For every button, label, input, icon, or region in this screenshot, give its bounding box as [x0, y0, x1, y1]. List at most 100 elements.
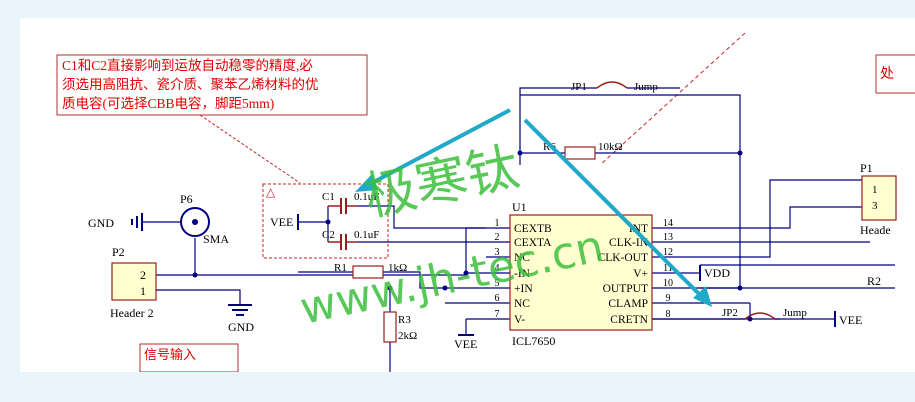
- connector-p1[interactable]: P1 1 3 Heade: [860, 161, 897, 237]
- c2-ref: C2: [322, 229, 335, 241]
- gnd-symbol-left: GND: [88, 213, 143, 231]
- u1-pin-right: 11 V+: [633, 263, 673, 280]
- u1-pin-left: 3 NC: [495, 247, 531, 264]
- c1-value: 0.1uF: [354, 191, 379, 203]
- c1-ref: C1: [322, 191, 335, 203]
- p2-pin2: 2: [140, 268, 146, 282]
- capacitor-group-box: [262, 183, 389, 259]
- p6-ref: P6: [180, 192, 193, 206]
- p1-value: Heade: [860, 223, 891, 237]
- jp2-ref: JP2: [722, 307, 738, 319]
- u1-pin-left: 6 NC: [495, 293, 531, 310]
- gnd-bottom-label: GND: [228, 320, 254, 334]
- u1-right-pins: 14INT13CLK-IN12CLK-OUT11V+10OUTPUT9CLAMP…: [598, 218, 673, 326]
- pin-name: OUTPUT: [603, 283, 648, 295]
- p1-pin3: 3: [872, 200, 878, 212]
- pin-number: 6: [495, 293, 500, 304]
- resistor-r3[interactable]: R3 2kΩ: [383, 311, 417, 343]
- u1-ref: U1: [512, 200, 527, 214]
- pin-name: CRETN: [610, 314, 648, 326]
- vee-symbol-left: VEE: [270, 214, 299, 230]
- signal-input-box: 信号输入: [139, 343, 239, 373]
- pin-number: 14: [663, 218, 673, 229]
- p2-ref: P2: [112, 245, 125, 259]
- r2-ref: R2: [867, 274, 881, 288]
- annotation-note-right: 处: [875, 54, 915, 94]
- u1-pin-left: 7 V-: [495, 309, 526, 326]
- c2-value: 0.1uF: [354, 229, 379, 241]
- u1-part-name: ICL7650: [512, 334, 555, 348]
- jumper-jp1[interactable]: JP1 Jump: [571, 81, 658, 93]
- u1-pin-right: 13 CLK-IN: [609, 232, 673, 249]
- pin-number: 4: [495, 263, 500, 274]
- u1-pin-left: 2 CEXTA: [495, 232, 553, 249]
- pin-name: V+: [633, 268, 648, 280]
- jp2-value: Jump: [783, 307, 807, 319]
- vee-right-label: VEE: [839, 313, 862, 327]
- pin-number: 11: [663, 263, 673, 274]
- pin-number: 12: [663, 247, 673, 258]
- schematic-canvas: C1和C2直接影响到运放自动稳零的精度,必 须选用高阻抗、瓷介质、聚苯乙烯材料的…: [56, 32, 915, 373]
- u1-pin-left: 5 +IN: [495, 278, 534, 295]
- pin-number: 3: [495, 247, 500, 258]
- pin-name: NC: [514, 298, 530, 310]
- u1-pin-right: 12 CLK-OUT: [598, 247, 673, 264]
- capacitor-c1[interactable]: C1 0.1uF: [322, 191, 379, 214]
- u1-pin-right: 8 CRETN: [610, 309, 670, 326]
- jp1-value: Jump: [634, 81, 658, 93]
- vee-symbol-right: VEE: [834, 311, 862, 327]
- watermark-cn: 极寒钛: [359, 137, 524, 228]
- gnd-symbol-bottom: GND: [228, 304, 254, 334]
- jumper-jp2[interactable]: JP2 Jump: [722, 307, 807, 320]
- u1-pin-left: 4 -IN: [495, 263, 531, 280]
- pin-number: 2: [495, 232, 500, 243]
- connector-p2[interactable]: 2 1 P2 Header 2: [110, 245, 157, 320]
- pin-name: V-: [514, 314, 525, 326]
- signal-input-label: 信号输入: [144, 347, 196, 362]
- p1-pin1: 1: [872, 184, 878, 196]
- note-line-2: 须选用高阻抗、瓷介质、聚苯乙烯材料的优: [62, 76, 319, 92]
- r3-value: 2kΩ: [398, 330, 417, 342]
- pin-name: -IN: [514, 268, 531, 280]
- junctions: [192, 150, 753, 322]
- p6-value: SMA: [203, 232, 229, 246]
- pin-number: 9: [666, 293, 671, 304]
- pin-number: 7: [495, 309, 500, 320]
- pin-name: NC: [514, 252, 530, 264]
- p2-pin1: 1: [140, 284, 146, 298]
- warning-triangle-icon: △: [266, 185, 276, 199]
- dashed-leader: [599, 32, 746, 166]
- pin-name: CEXTA: [514, 237, 552, 249]
- vdd-label: VDD: [704, 266, 730, 280]
- resistor-r1[interactable]: R1 1kΩ: [334, 262, 407, 279]
- vee-bottom-label: VEE: [454, 337, 477, 351]
- r3-ref: R3: [398, 314, 411, 326]
- pin-name: CLK-OUT: [598, 252, 648, 264]
- pin-number: 5: [495, 278, 500, 289]
- p1-ref: P1: [860, 161, 873, 175]
- vee-left-label: VEE: [270, 215, 293, 229]
- watermark-arrows: [355, 108, 712, 307]
- pin-number: 1: [495, 218, 500, 229]
- r1-value: 1kΩ: [388, 262, 407, 274]
- vee-symbol-bottom: VEE: [454, 334, 477, 351]
- note-line-3: 质电容(可选择CBB电容，脚距5mm): [62, 95, 274, 111]
- resistor-r6[interactable]: R6 10kΩ: [543, 141, 623, 160]
- r1-ref: R1: [334, 262, 347, 274]
- pin-name: CLK-IN: [609, 237, 649, 249]
- gnd-left-label: GND: [88, 216, 114, 230]
- pin-number: 13: [663, 232, 673, 243]
- vdd-symbol: VDD: [699, 265, 730, 281]
- pin-name: +IN: [514, 283, 533, 295]
- note-right-partial: 处: [880, 66, 894, 82]
- jp1-ref: JP1: [571, 81, 587, 93]
- capacitor-c2[interactable]: C2 0.1uF: [322, 229, 379, 250]
- pin-number: 8: [666, 309, 671, 320]
- connector-p6-sma[interactable]: P6 SMA: [142, 192, 229, 246]
